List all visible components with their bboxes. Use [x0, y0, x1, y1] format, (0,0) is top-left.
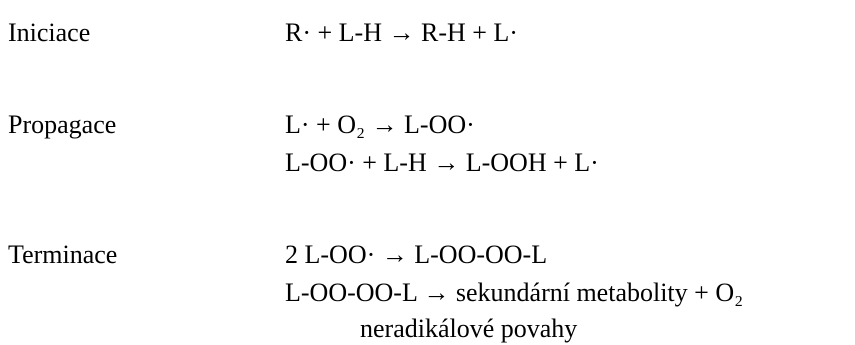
equation-termination-note: neradikálové povahy	[360, 314, 578, 343]
equation-propagation-1: L· + O₂ → L-OO·	[285, 110, 475, 139]
stage-label-propagation: Propagace	[8, 110, 117, 139]
stage-label-termination: Terminace	[8, 240, 118, 269]
equation-initiation: R· + L-H → R-H + L·	[285, 18, 518, 47]
equation-propagation-2: L-OO· + L-H → L-OOH + L·	[285, 148, 599, 177]
equation-termination-1: 2 L-OO· → L-OO-OO-L	[285, 240, 548, 269]
equation-termination-2: L-OO-OO-L → sekundární metabolity + O₂	[285, 278, 744, 307]
stage-label-initiation: Iniciace	[8, 18, 91, 47]
